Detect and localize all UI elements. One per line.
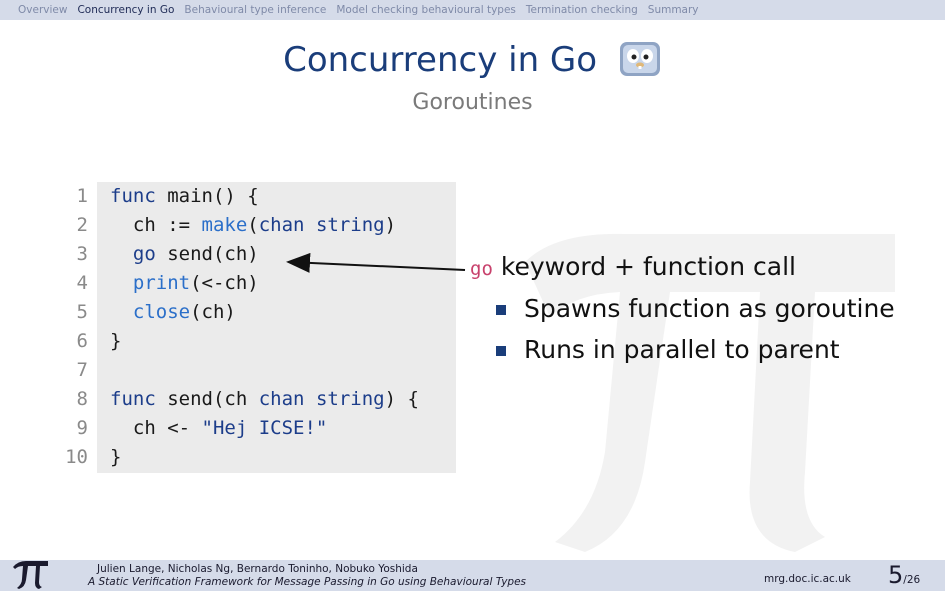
code-token: ) [384, 214, 397, 236]
code-token [110, 301, 133, 323]
code-token: (ch) [190, 301, 236, 323]
code-token: string [315, 214, 385, 236]
footer-paper-title: A Static Verification Framework for Mess… [88, 576, 527, 588]
page-number: 5/26 [888, 561, 920, 589]
code-token: send(ch [155, 388, 259, 410]
slide-subtitle: Goroutines [412, 90, 533, 115]
nav-item-summary[interactable]: Summary [647, 4, 699, 16]
code-line: close(ch) [110, 298, 419, 327]
code-listing: func main() { ch := make(chan string) go… [110, 182, 419, 472]
code-token [110, 243, 133, 265]
section-navbar: Overview Concurrency in Go Behavioural t… [0, 0, 945, 20]
footer-bar [0, 560, 945, 591]
code-token: chan [258, 388, 305, 410]
nav-item-type-inference[interactable]: Behavioural type inference [184, 4, 327, 16]
code-line: print(<-ch) [110, 269, 419, 298]
explanation-heading-text: keyword + function call [500, 252, 796, 281]
line-number: 9 [76, 417, 88, 439]
line-number: 6 [76, 330, 88, 352]
code-token: "Hej ICSE!" [201, 417, 328, 439]
code-token: } [110, 330, 122, 352]
pi-logo-icon [13, 561, 48, 589]
code-token: go [132, 243, 156, 265]
code-line: ch := make(chan string) [110, 211, 419, 240]
code-line: func main() { [110, 182, 419, 211]
code-token: } [110, 446, 122, 468]
code-token: ch := [110, 214, 202, 236]
total-pages: /26 [903, 574, 921, 586]
code-line: func send(ch chan string) { [110, 385, 419, 414]
line-number: 2 [76, 214, 88, 236]
line-number: 7 [76, 359, 88, 381]
slide-title: Concurrency in Go [283, 40, 598, 80]
code-token: make [201, 214, 248, 236]
code-token: send(ch) [155, 243, 259, 265]
line-number: 10 [65, 446, 88, 468]
line-number: 5 [76, 301, 88, 323]
line-numbers: 1 2 3 4 5 6 7 8 9 10 [58, 182, 88, 472]
code-listing-background [97, 182, 456, 473]
nav-items: Overview Concurrency in Go Behavioural t… [18, 4, 699, 16]
bullet-item: Spawns function as goroutine [496, 288, 895, 329]
footer-authors: Julien Lange, Nicholas Ng, Bernardo Toni… [97, 563, 418, 575]
explanation-heading: go keyword + function call [470, 252, 895, 284]
code-token: func [110, 185, 156, 207]
line-number: 4 [76, 272, 88, 294]
code-token: ( [247, 214, 259, 236]
bullet-item: Runs in parallel to parent [496, 329, 895, 370]
code-line: } [110, 327, 419, 356]
code-line: ch <- "Hej ICSE!" [110, 414, 419, 443]
footer-url: mrg.doc.ic.ac.uk [764, 573, 851, 585]
nav-item-overview[interactable]: Overview [18, 4, 68, 16]
code-token: print [132, 272, 191, 294]
line-number: 1 [76, 185, 88, 207]
nav-item-termination[interactable]: Termination checking [525, 4, 638, 16]
slide-title-row: Concurrency in Go [0, 40, 945, 80]
code-line: } [110, 443, 419, 472]
bullet-list: Spawns function as goroutine Runs in par… [496, 288, 895, 370]
pi-watermark-icon [525, 233, 895, 552]
code-line: go send(ch) [110, 240, 419, 269]
code-token: close [132, 301, 191, 323]
code-token: string [315, 388, 385, 410]
code-token: chan [258, 214, 305, 236]
code-token: func [110, 388, 156, 410]
explanation-block: go keyword + function call Spawns functio… [470, 252, 895, 370]
code-token: main() { [155, 185, 259, 207]
nav-item-model-checking[interactable]: Model checking behavioural types [336, 4, 516, 16]
code-token: ch <- [110, 417, 202, 439]
go-keyword: go [470, 258, 493, 280]
code-token [304, 388, 315, 410]
code-token: (<-ch) [190, 272, 259, 294]
code-token [305, 214, 316, 236]
line-number: 3 [76, 243, 88, 265]
code-token: ) { [384, 388, 419, 410]
code-token [110, 272, 133, 294]
current-page: 5 [888, 561, 904, 589]
gopher-mascot-icon [619, 41, 660, 76]
line-number: 8 [76, 388, 88, 410]
code-line [110, 356, 419, 385]
nav-item-concurrency[interactable]: Concurrency in Go [77, 4, 175, 16]
